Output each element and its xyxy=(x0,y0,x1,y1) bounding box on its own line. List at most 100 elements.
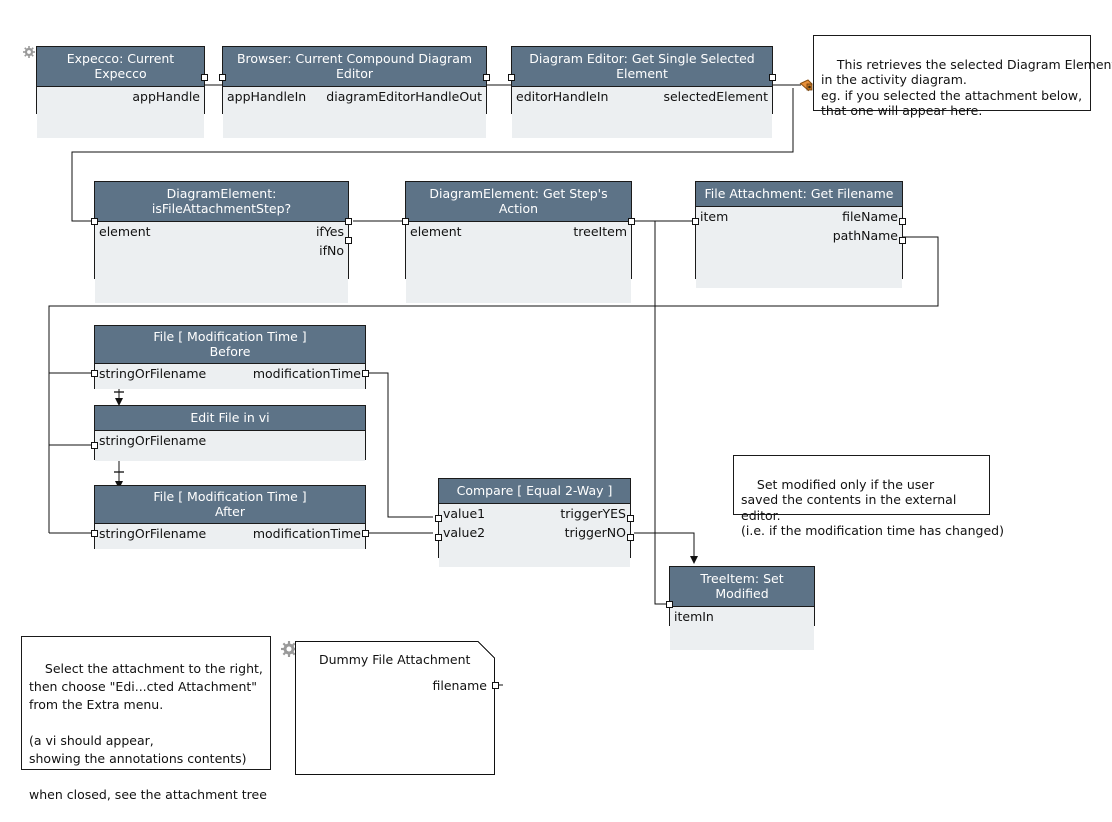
node-title: File [ Modification Time ] Before xyxy=(95,326,365,364)
input-port-label: editorHandleIn xyxy=(516,89,609,104)
output-port-label: triggerNO xyxy=(564,525,626,540)
output-port-label: modificationTime xyxy=(252,366,361,381)
node-title: File [ Modification Time ] After xyxy=(95,486,365,524)
output-port-label: ifNo xyxy=(319,243,344,258)
input-port-stringOrFilename[interactable] xyxy=(91,370,98,377)
port-row: element ifYes xyxy=(95,222,348,241)
node-file-modtime-after[interactable]: File [ Modification Time ] After stringO… xyxy=(91,485,369,549)
port-row: appHandle xyxy=(37,87,204,106)
port-row: pathName xyxy=(696,226,902,245)
port-row: editorHandleIn selectedElement xyxy=(512,87,772,106)
input-port-label: stringOrFilename xyxy=(99,526,207,541)
input-port-element[interactable] xyxy=(91,218,98,225)
note-text: Set modified only if the user saved the … xyxy=(741,476,1004,539)
output-port-pathName[interactable] xyxy=(899,237,906,244)
port-row: stringOrFilename xyxy=(95,431,365,450)
output-port-appHandle[interactable] xyxy=(201,74,208,81)
port-row: element treeItem xyxy=(406,222,631,241)
output-port-filename[interactable] xyxy=(492,682,499,689)
node-browser[interactable]: Browser: Current Compound Diagram Editor… xyxy=(219,46,490,138)
output-port-selectedElement[interactable] xyxy=(769,74,776,81)
input-port-label: element xyxy=(410,224,462,239)
port-row: value1 triggerYES xyxy=(439,504,630,523)
port-row: itemIn xyxy=(670,607,814,626)
input-port-item[interactable] xyxy=(692,218,699,225)
node-title: Browser: Current Compound Diagram Editor xyxy=(223,47,486,87)
input-port-label: stringOrFilename xyxy=(99,433,207,448)
input-port-editorHandleIn[interactable] xyxy=(508,74,515,81)
port-row: stringOrFilename modificationTime xyxy=(95,364,365,383)
output-port-treeItem[interactable] xyxy=(628,218,635,225)
node-subtitle: Before xyxy=(209,344,251,359)
node-get-filename[interactable]: File Attachment: Get Filename item fileN… xyxy=(692,181,906,288)
diagram-canvas[interactable]: Expecco: Current Expecco appHandle Brows… xyxy=(0,0,1112,802)
node-diagram-editor[interactable]: Diagram Editor: Get Single Selected Elem… xyxy=(508,46,776,138)
output-port-label: fileName xyxy=(842,209,898,224)
node-title: Diagram Editor: Get Single Selected Elem… xyxy=(512,47,772,87)
note-text: Select the attachment to the right, then… xyxy=(29,661,267,802)
output-port-modificationTime[interactable] xyxy=(362,530,369,537)
node-expecco[interactable]: Expecco: Current Expecco appHandle xyxy=(36,46,208,138)
output-port-label: modificationTime xyxy=(252,526,361,541)
input-port-appHandleIn[interactable] xyxy=(219,74,226,81)
output-port-label: ifYes xyxy=(315,224,344,239)
output-port-label: filename xyxy=(432,678,488,693)
pin-icon xyxy=(799,79,813,92)
node-title: Compare [ Equal 2-Way ] xyxy=(439,479,630,504)
note-set-modified: Set modified only if the user saved the … xyxy=(733,455,1004,538)
output-port-label: selectedElement xyxy=(663,89,768,104)
input-port-value1[interactable] xyxy=(435,515,442,522)
output-port-ifNo[interactable] xyxy=(345,237,352,244)
output-port-triggerNO[interactable] xyxy=(627,534,634,541)
input-port-label: stringOrFilename xyxy=(99,366,207,381)
port-row: appHandleIn diagramEditorHandleOut xyxy=(223,87,486,106)
input-port-element[interactable] xyxy=(402,218,409,225)
note-text: This retrieves the selected Diagram Elem… xyxy=(821,56,1112,119)
node-treeitem-set-modified[interactable]: TreeItem: Set Modified itemIn xyxy=(666,566,815,650)
port-row: item fileName xyxy=(696,207,902,226)
input-port-label: item xyxy=(700,209,729,224)
node-title-line1: File [ Modification Time ] xyxy=(153,489,307,504)
output-port-label: treeItem xyxy=(573,224,627,239)
node-get-steps-action[interactable]: DiagramElement: Get Step's Action elemen… xyxy=(402,181,635,303)
node-file-modtime-before[interactable]: File [ Modification Time ] Before string… xyxy=(91,325,369,389)
node-is-file-attachment-step[interactable]: DiagramElement: isFileAttachmentStep? el… xyxy=(91,181,352,303)
input-port-label: value1 xyxy=(443,506,486,521)
gear-icon xyxy=(23,46,35,58)
output-port-label: diagramEditorHandleOut xyxy=(326,89,482,104)
node-title: Expecco: Current Expecco xyxy=(37,47,204,87)
node-compare-equal[interactable]: Compare [ Equal 2-Way ] value1 triggerYE… xyxy=(435,478,634,567)
output-port-fileName[interactable] xyxy=(899,218,906,225)
gear-icon xyxy=(281,641,297,657)
input-port-label: value2 xyxy=(443,525,486,540)
output-port-label: appHandle xyxy=(132,89,200,104)
document-shape xyxy=(295,641,495,775)
input-port-stringOrFilename[interactable] xyxy=(91,442,98,449)
output-port-modificationTime[interactable] xyxy=(362,370,369,377)
port-row: stringOrFilename modificationTime xyxy=(95,524,365,543)
output-port-label: pathName xyxy=(832,228,898,243)
input-port-label: itemIn xyxy=(674,609,714,624)
output-port-diagramEditorHandleOut[interactable] xyxy=(483,74,490,81)
input-port-itemIn[interactable] xyxy=(666,601,673,608)
node-dummy-file-attachment[interactable]: Dummy File Attachment filename xyxy=(295,641,499,775)
note-instructions: Select the attachment to the right, then… xyxy=(21,636,271,802)
port-row: ifNo xyxy=(95,241,348,260)
output-port-ifYes[interactable] xyxy=(345,218,352,225)
port-row: value2 triggerNO xyxy=(439,523,630,542)
output-port-label: triggerYES xyxy=(560,506,626,521)
node-subtitle: After xyxy=(214,504,246,519)
node-title: DiagramElement: isFileAttachmentStep? xyxy=(95,182,348,222)
node-edit-file-in-vi[interactable]: Edit File in vi stringOrFilename xyxy=(91,405,366,461)
node-title: Dummy File Attachment xyxy=(319,652,471,667)
note-selected-element: This retrieves the selected Diagram Elem… xyxy=(813,35,1112,118)
node-title: DiagramElement: Get Step's Action xyxy=(406,182,631,222)
input-port-label: appHandleIn xyxy=(227,89,307,104)
output-port-triggerYES[interactable] xyxy=(627,515,634,522)
input-port-label: element xyxy=(99,224,151,239)
input-port-value2[interactable] xyxy=(435,534,442,541)
node-title-line1: File [ Modification Time ] xyxy=(153,329,307,344)
node-title: Edit File in vi xyxy=(95,406,365,431)
input-port-stringOrFilename[interactable] xyxy=(91,530,98,537)
node-title: TreeItem: Set Modified xyxy=(670,567,814,607)
